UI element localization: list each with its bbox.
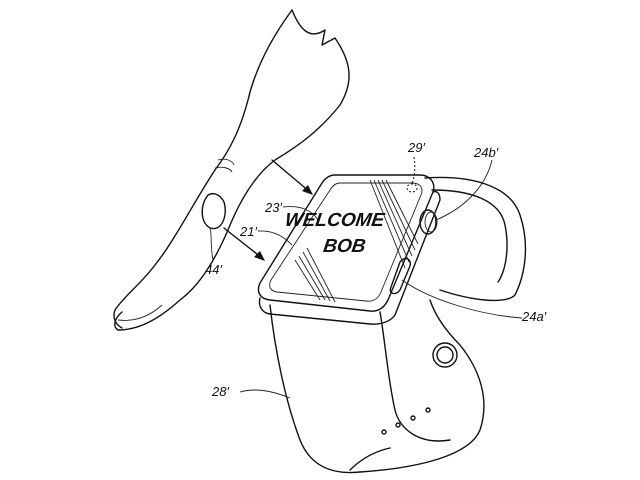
label-display: 23′: [264, 200, 282, 215]
leader-lines: [209, 156, 523, 399]
crown: [419, 209, 438, 235]
glare-lines: [294, 179, 419, 303]
screen-text-line1: WELCOME: [284, 210, 387, 231]
sensor-outline: [406, 183, 418, 193]
label-crown: 24b′: [473, 145, 499, 160]
label-band: 28′: [211, 384, 229, 399]
motion-arrows: [223, 159, 313, 261]
side-button: [389, 257, 412, 295]
label-button: 24a′: [521, 309, 547, 324]
band: [269, 176, 527, 474]
screen-text-line2: BOB: [322, 236, 367, 257]
watch-housing: [257, 174, 441, 325]
finger-illustration: [113, 9, 350, 331]
label-housing: 21′: [239, 224, 257, 239]
label-finger: 44′: [205, 262, 222, 277]
label-sensor: 29′: [407, 140, 425, 155]
